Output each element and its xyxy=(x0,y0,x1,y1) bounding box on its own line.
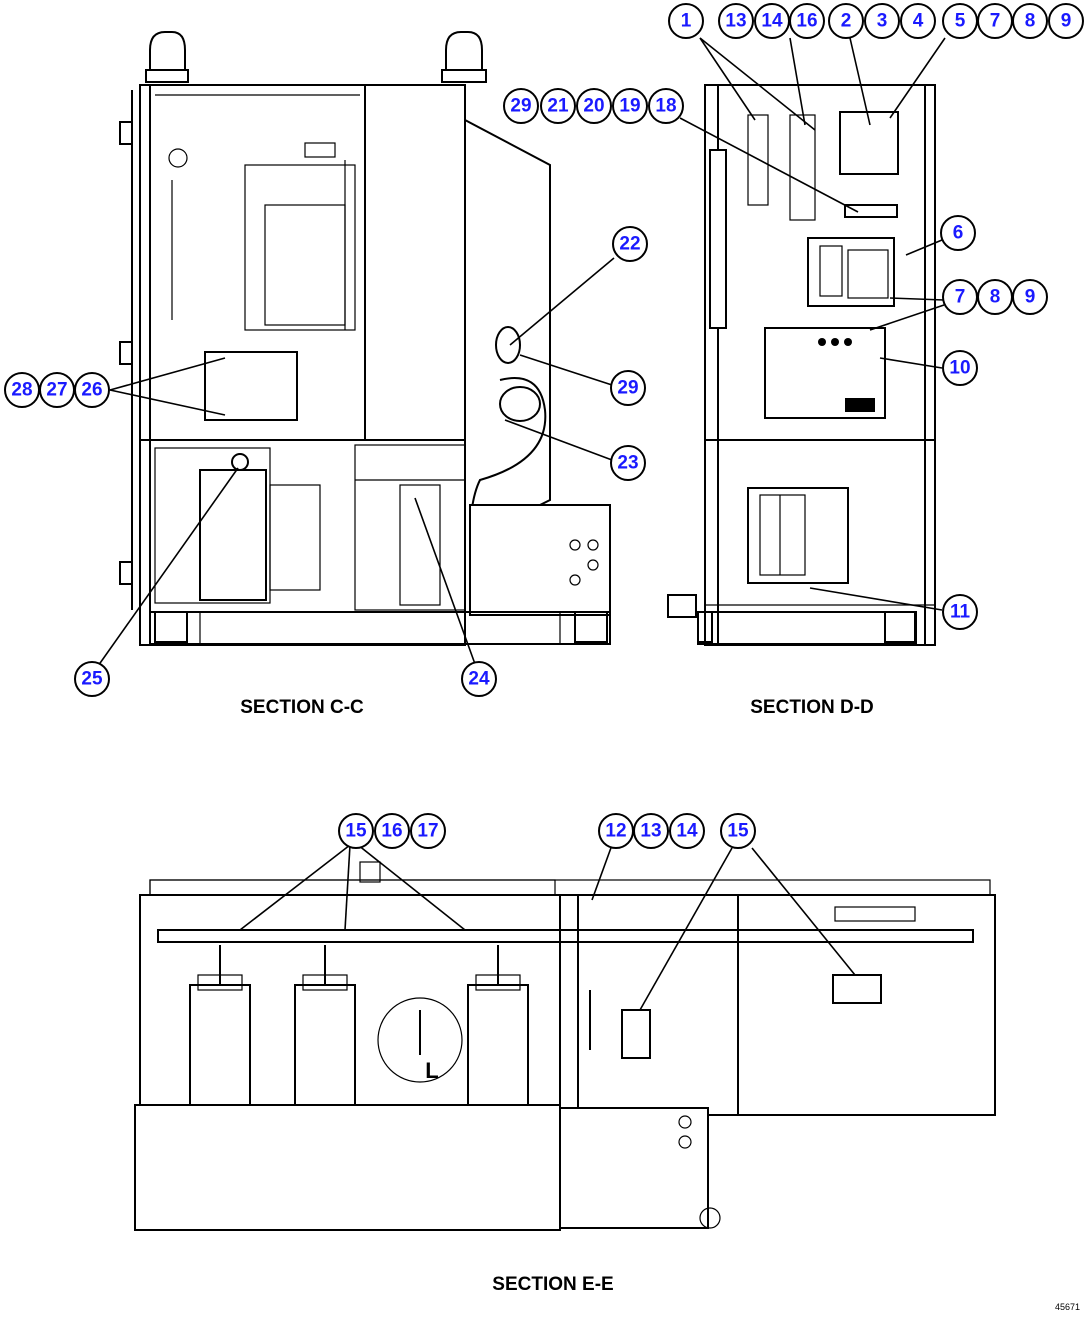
section-d-view xyxy=(667,84,936,646)
callout-1: 1 xyxy=(668,3,704,39)
svg-text:5: 5 xyxy=(955,11,966,32)
callout-8: 8 xyxy=(1012,3,1048,39)
svg-text:11: 11 xyxy=(950,602,971,623)
callout-21: 21 xyxy=(540,88,576,124)
callout-16: 16 xyxy=(789,3,825,39)
svg-text:22: 22 xyxy=(619,234,640,255)
svg-text:28: 28 xyxy=(11,380,32,401)
callout-28: 28 xyxy=(4,372,40,408)
svg-text:9: 9 xyxy=(1025,287,1036,308)
section-c-view xyxy=(119,31,611,646)
callout-19: 19 xyxy=(612,88,648,124)
svg-text:14: 14 xyxy=(676,821,698,842)
callout-26: 26 xyxy=(74,372,110,408)
svg-text:15: 15 xyxy=(727,821,749,842)
svg-text:8: 8 xyxy=(990,287,1001,308)
view-l-marker: L xyxy=(425,1058,438,1083)
svg-text:16: 16 xyxy=(796,11,817,32)
svg-text:6: 6 xyxy=(953,223,964,244)
section-d-title: SECTION D-D xyxy=(750,697,874,718)
svg-text:29: 29 xyxy=(617,378,638,399)
callout-8b: 8 xyxy=(977,279,1013,315)
svg-text:20: 20 xyxy=(583,96,604,117)
callout-22: 22 xyxy=(612,226,648,262)
callout-18: 18 xyxy=(648,88,684,124)
cylinder-2 xyxy=(294,945,356,1111)
drawing-number: 45671 xyxy=(1055,1302,1080,1312)
callout-15: 15 xyxy=(338,813,374,849)
section-e-view: L xyxy=(134,861,996,1231)
callout-29: 29 xyxy=(610,370,646,406)
svg-text:17: 17 xyxy=(417,821,438,842)
svg-text:16: 16 xyxy=(381,821,402,842)
cylinder-1 xyxy=(189,945,251,1111)
callout-2: 2 xyxy=(828,3,864,39)
callout-20: 20 xyxy=(576,88,612,124)
svg-text:9: 9 xyxy=(1061,11,1072,32)
callout-23: 23 xyxy=(610,445,646,481)
callout-15b: 15 xyxy=(720,813,756,849)
svg-text:25: 25 xyxy=(81,669,103,690)
callout-11: 11 xyxy=(942,594,978,630)
section-c-title: SECTION C-C xyxy=(240,697,364,718)
svg-text:15: 15 xyxy=(345,821,367,842)
cylinder-3 xyxy=(467,945,529,1111)
callout-14: 14 xyxy=(754,3,790,39)
svg-text:27: 27 xyxy=(46,380,67,401)
svg-text:26: 26 xyxy=(81,380,102,401)
svg-text:7: 7 xyxy=(990,11,1001,32)
callout-29b: 29 xyxy=(503,88,539,124)
callout-12: 12 xyxy=(598,813,634,849)
svg-text:1: 1 xyxy=(681,11,692,32)
callout-9: 9 xyxy=(1048,3,1084,39)
callout-3: 3 xyxy=(864,3,900,39)
svg-text:18: 18 xyxy=(655,96,676,117)
svg-text:12: 12 xyxy=(605,821,626,842)
callout-10: 10 xyxy=(942,350,978,386)
svg-text:2: 2 xyxy=(841,11,852,32)
callout-7b: 7 xyxy=(942,279,978,315)
leader-lines xyxy=(97,37,946,1011)
svg-text:3: 3 xyxy=(877,11,888,32)
callout-14b: 14 xyxy=(669,813,705,849)
svg-text:19: 19 xyxy=(619,96,640,117)
callout-27: 27 xyxy=(39,372,75,408)
callout-13: 13 xyxy=(718,3,754,39)
svg-text:29: 29 xyxy=(510,96,531,117)
svg-text:24: 24 xyxy=(468,669,490,690)
svg-text:14: 14 xyxy=(761,11,783,32)
callout-24: 24 xyxy=(461,661,497,697)
callout-5: 5 xyxy=(942,3,978,39)
callout-16b: 16 xyxy=(374,813,410,849)
callout-13b: 13 xyxy=(633,813,669,849)
svg-text:23: 23 xyxy=(617,453,638,474)
section-e-title: SECTION E-E xyxy=(492,1274,613,1295)
svg-text:21: 21 xyxy=(547,96,569,117)
callout-17: 17 xyxy=(410,813,446,849)
svg-text:7: 7 xyxy=(955,287,966,308)
svg-text:4: 4 xyxy=(913,11,924,32)
svg-text:10: 10 xyxy=(949,358,970,379)
svg-text:13: 13 xyxy=(725,11,746,32)
callout-7: 7 xyxy=(977,3,1013,39)
callout-9b: 9 xyxy=(1012,279,1048,315)
callout-25: 25 xyxy=(74,661,110,697)
svg-text:8: 8 xyxy=(1025,11,1036,32)
callout-6: 6 xyxy=(940,215,976,251)
svg-text:13: 13 xyxy=(640,821,661,842)
callout-4: 4 xyxy=(900,3,936,39)
